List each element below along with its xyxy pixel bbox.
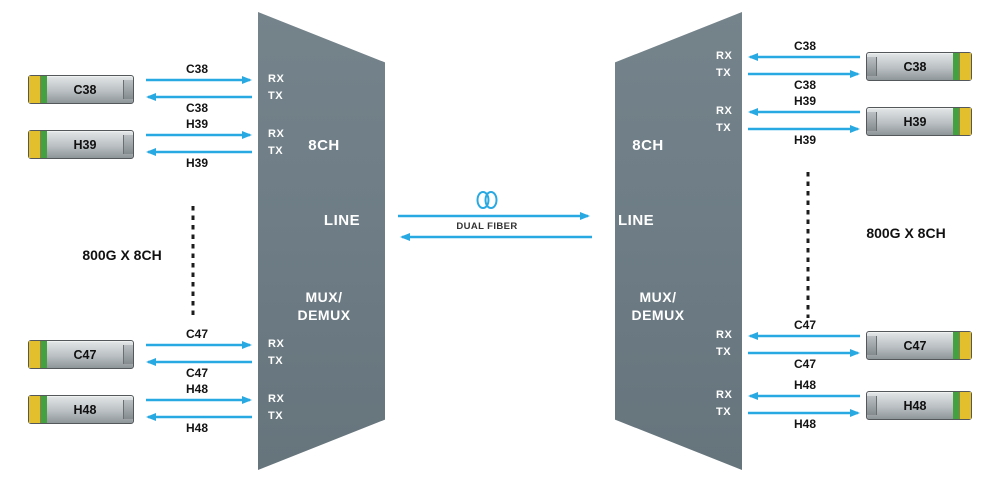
- module-label: H48: [903, 398, 927, 413]
- module-stripe-green: [953, 53, 959, 80]
- module-connector-tab: [867, 112, 877, 131]
- wavelength-label: H39: [185, 156, 208, 170]
- module-stripe-green: [41, 131, 47, 158]
- wavelength-label: H48: [185, 421, 208, 435]
- transceiver-h48-right: H48: [866, 391, 972, 420]
- dual-fiber-label: DUAL FIBER: [456, 221, 518, 232]
- port-tx-label: TX: [268, 410, 284, 422]
- left-mux-demux-label: DEMUX: [297, 307, 351, 323]
- mux-demux-unit-right: [615, 12, 742, 470]
- wavelength-label: C47: [793, 318, 816, 332]
- port-tx-label: TX: [268, 90, 284, 102]
- transceiver-c47-right: C47: [866, 331, 972, 360]
- right-mux-demux-label: DEMUX: [631, 307, 685, 323]
- right-bandwidth-label: 800G X 8CH: [866, 225, 946, 241]
- module-connector-tab: [867, 336, 877, 355]
- transceiver-h39-left: H39: [28, 130, 134, 159]
- wavelength-label: H39: [793, 133, 816, 147]
- transceiver-c38-right: C38: [866, 52, 972, 81]
- port-tx-label: TX: [716, 122, 732, 134]
- port-rx-label: RX: [268, 338, 285, 350]
- port-rx-label: RX: [716, 389, 733, 401]
- port-rx-label: RX: [268, 393, 285, 405]
- transceiver-c47-left: C47: [28, 340, 134, 369]
- port-tx-label: TX: [268, 355, 284, 367]
- module-connector-tab: [867, 396, 877, 415]
- module-stripe-green: [41, 76, 47, 103]
- wavelength-label: C38: [185, 101, 208, 115]
- wavelength-label: C47: [793, 357, 816, 371]
- wavelength-label: H39: [793, 94, 816, 108]
- module-label: C47: [903, 338, 927, 353]
- port-tx-label: TX: [716, 67, 732, 79]
- module-stripe-green: [41, 396, 47, 423]
- left-mux-line-label: LINE: [323, 212, 361, 229]
- module-stripe-green: [953, 332, 959, 359]
- module-clip-yellow: [29, 341, 41, 368]
- wavelength-label: H48: [793, 417, 816, 431]
- transceiver-c38-left: C38: [28, 75, 134, 104]
- left-mux-channel-count: 8CH: [308, 137, 340, 154]
- module-stripe-green: [953, 392, 959, 419]
- module-clip-yellow: [959, 108, 971, 135]
- right-mux-mux-label: MUX/: [639, 289, 677, 305]
- module-connector-tab: [123, 345, 133, 364]
- module-label: H39: [73, 137, 97, 152]
- module-connector-tab: [123, 135, 133, 154]
- module-label: C38: [73, 82, 97, 97]
- wavelength-label: H39: [185, 117, 208, 131]
- wavelength-label: C47: [185, 327, 208, 341]
- right-mux-line-label: LINE: [618, 212, 655, 229]
- module-label: H39: [903, 114, 927, 129]
- fiber-coil-icon: [476, 191, 498, 209]
- wavelength-label: H48: [185, 382, 208, 396]
- port-rx-label: RX: [716, 105, 733, 117]
- port-rx-label: RX: [268, 73, 285, 85]
- module-clip-yellow: [29, 76, 41, 103]
- port-tx-label: TX: [716, 406, 732, 418]
- mux-demux-unit-left: [258, 12, 385, 470]
- module-stripe-green: [953, 108, 959, 135]
- wavelength-label: C38: [793, 78, 816, 92]
- left-mux-mux-label: MUX/: [305, 289, 343, 305]
- transceiver-h48-left: H48: [28, 395, 134, 424]
- port-rx-label: RX: [268, 128, 285, 140]
- transceiver-h39-right: H39: [866, 107, 972, 136]
- wavelength-label: C38: [185, 62, 208, 76]
- wavelength-label: C38: [793, 39, 816, 53]
- port-tx-label: TX: [268, 145, 284, 157]
- right-mux-channel-count: 8CH: [632, 137, 664, 154]
- wavelength-label: H48: [793, 378, 816, 392]
- wavelength-label: C47: [185, 366, 208, 380]
- port-tx-label: TX: [716, 346, 732, 358]
- port-rx-label: RX: [716, 329, 733, 341]
- module-connector-tab: [123, 80, 133, 99]
- module-clip-yellow: [959, 332, 971, 359]
- left-bandwidth-label: 800G X 8CH: [82, 247, 162, 263]
- module-stripe-green: [41, 341, 47, 368]
- module-connector-tab: [123, 400, 133, 419]
- module-label: C38: [903, 59, 927, 74]
- module-clip-yellow: [29, 396, 41, 423]
- module-clip-yellow: [29, 131, 41, 158]
- port-rx-label: RX: [716, 50, 733, 62]
- module-label: C47: [73, 347, 97, 362]
- module-label: H48: [73, 402, 97, 417]
- module-connector-tab: [867, 57, 877, 76]
- module-clip-yellow: [959, 53, 971, 80]
- module-clip-yellow: [959, 392, 971, 419]
